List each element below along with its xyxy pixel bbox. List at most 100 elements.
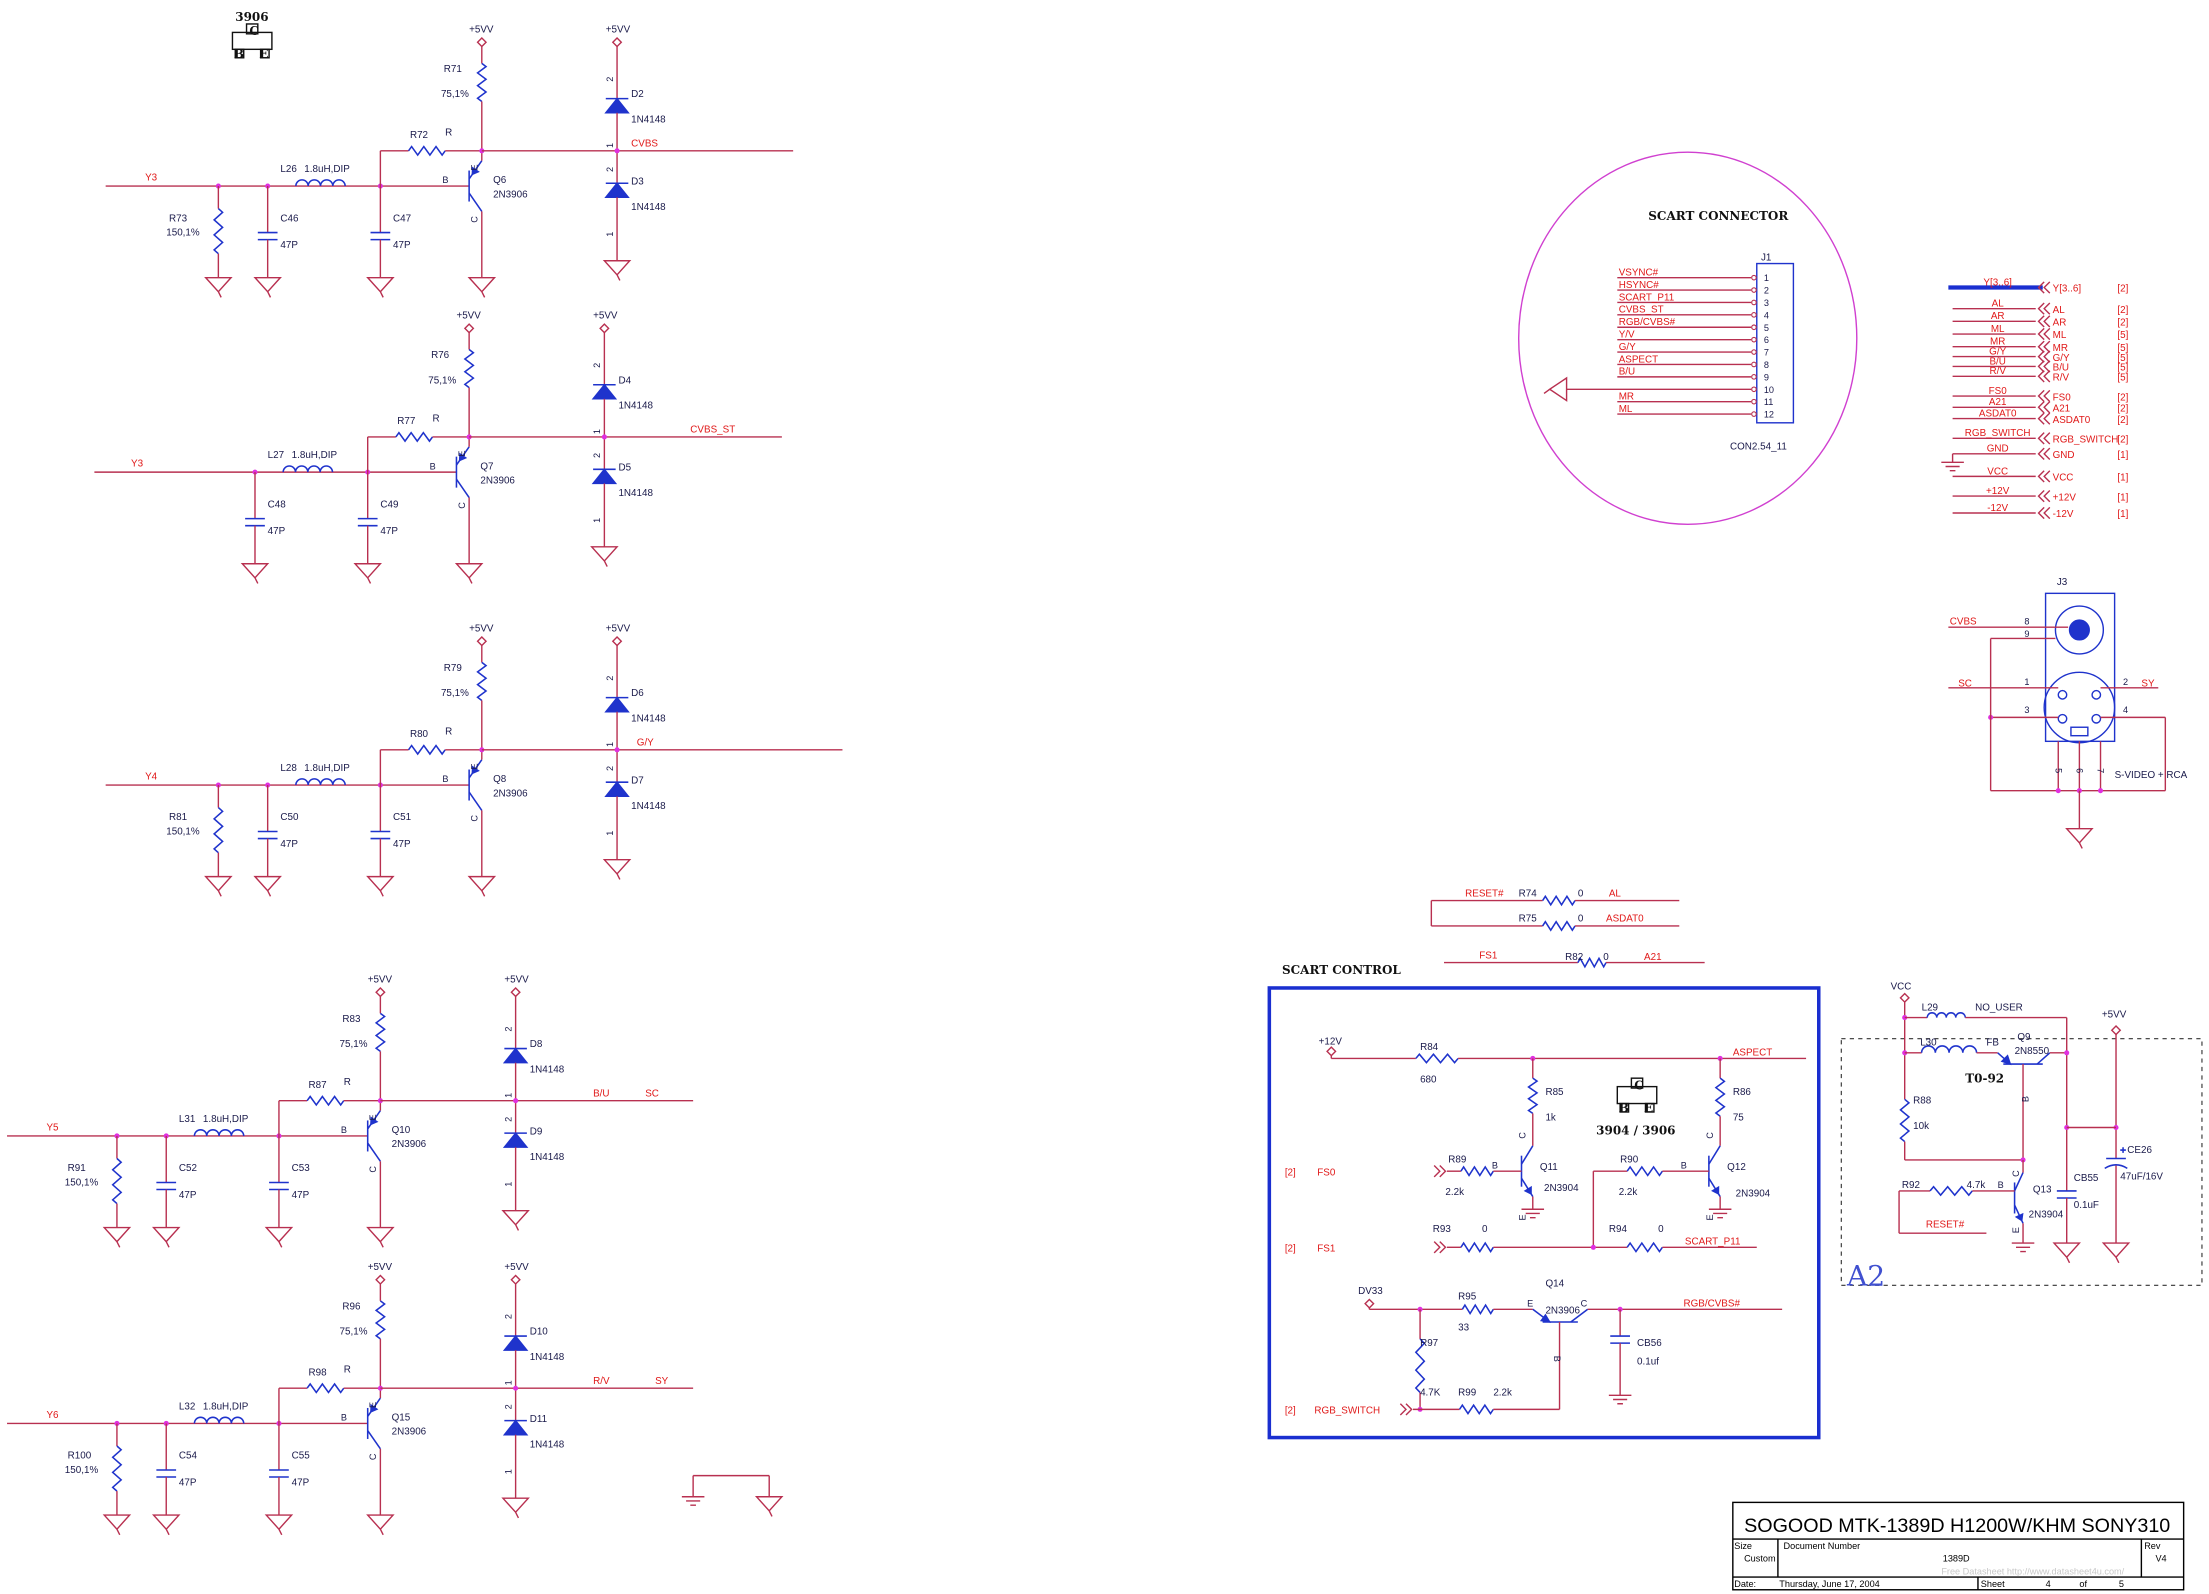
diode-part: 1N4148	[530, 1439, 565, 1450]
ground-icon	[366, 875, 395, 897]
package-outline-icon	[231, 31, 273, 51]
junction-dot	[1530, 1055, 1536, 1061]
power-port-icon	[1364, 1298, 1375, 1309]
port-sheet-ref: [5]	[2117, 343, 2128, 354]
supply-label: +5VV	[368, 1262, 393, 1273]
connector-net-label: G/Y	[1619, 342, 1636, 353]
inductor-value: 1.8uH,DIP	[203, 1114, 249, 1125]
package-pin-c: C	[1634, 1078, 1644, 1092]
ground-icon	[204, 875, 233, 897]
sheet-total: 5	[2119, 1579, 2124, 1589]
port-net-label: FS0	[1989, 386, 2008, 397]
resistor-ref: R95	[1458, 1291, 1477, 1302]
resistor-ref: R93	[1433, 1224, 1452, 1235]
shunt-resistor-ref: R81	[169, 812, 187, 823]
resistor-symbol	[1714, 1077, 1726, 1117]
diode-ref: D4	[618, 375, 631, 386]
connector-pin-number: 12	[1764, 410, 1774, 420]
resistor-symbol	[407, 145, 446, 157]
connector-pin	[1751, 274, 1757, 281]
port-sheet-ref: [2]	[2117, 415, 2128, 426]
power-port-icon	[510, 1274, 521, 1285]
resistor-ref: R84	[1420, 1042, 1439, 1053]
collector-leg	[468, 791, 483, 811]
ground-icon	[253, 276, 282, 298]
inductor-ref: L28	[280, 763, 297, 774]
collector-leg	[468, 192, 483, 212]
j3-pin-number: 7	[2096, 768, 2106, 773]
inductor-ref: L31	[179, 1114, 195, 1125]
resistor-symbol	[111, 1157, 123, 1205]
output-net-label: SY	[655, 1376, 669, 1387]
package-pin-b: B	[234, 47, 244, 61]
diode-icon	[604, 97, 630, 114]
inductor-symbol	[193, 1416, 245, 1424]
transistor-ref: Q7	[480, 461, 493, 472]
collector-leg	[2013, 1172, 2024, 1192]
transistor-part: 2N3906	[392, 1427, 427, 1438]
connector-pin	[1751, 287, 1757, 293]
resistor-value: 1k	[1545, 1112, 1555, 1123]
diode-icon	[502, 1132, 529, 1148]
power-port-icon	[611, 37, 623, 48]
collector-pin-label: C	[470, 216, 480, 223]
junction-dot	[1617, 1306, 1623, 1312]
capacitor-ref: C47	[393, 213, 411, 224]
resistor-symbol	[395, 431, 434, 443]
port-name: ASDAT0	[2053, 415, 2091, 426]
transistor-ref: Q15	[392, 1413, 411, 1424]
capacitor-value: 47uF/16V	[2120, 1172, 2163, 1183]
capacitor-plate	[2104, 1164, 2128, 1170]
resistor-value: 4.7k	[1967, 1180, 1986, 1191]
inductor-ref: L29	[1922, 1003, 1939, 1014]
connector-pin	[1751, 411, 1757, 417]
diode-pin-number: 2	[592, 363, 602, 368]
emitter-pin-label: E	[470, 763, 480, 769]
j3-net-sy: SY	[2141, 678, 2155, 689]
pullup-resistor-value: 75,1%	[340, 1039, 368, 1050]
resistor-symbol	[1899, 1098, 1911, 1143]
ground-icon	[102, 1514, 132, 1536]
port-arrow-icon	[2037, 315, 2051, 328]
pullup-resistor-value: 75,1%	[441, 89, 469, 100]
resistor-ref: R86	[1733, 1087, 1752, 1098]
package-pin-icon	[245, 23, 259, 35]
port-net-label: GND	[1987, 444, 2009, 455]
base-pin-label: B	[1681, 1160, 1687, 1170]
port-arrow-icon	[2037, 340, 2051, 353]
port-sheet-ref: [2]	[2117, 284, 2128, 295]
resistor-symbol	[306, 1095, 345, 1107]
connector-ref: J1	[1761, 253, 1771, 264]
resistor-symbol	[1414, 1338, 1426, 1393]
inductor-ref: L32	[179, 1401, 195, 1412]
base-pin-label: B	[341, 1125, 347, 1135]
resistor-symbol	[1458, 1403, 1494, 1415]
package-pin-icon	[259, 48, 270, 59]
port-sheet-ref: [5]	[2117, 330, 2128, 341]
j3-pin-number: 2	[2123, 677, 2128, 687]
resistor-symbol	[1541, 920, 1576, 932]
port-sheet-ref: [1]	[2117, 509, 2128, 520]
emitter-arrow-icon	[471, 166, 480, 176]
diode-pin-number: 2	[605, 167, 615, 172]
link-ref: R74	[1519, 888, 1538, 899]
base-pin-label: B	[341, 1413, 347, 1423]
transistor-part: 2N3904	[1544, 1183, 1579, 1194]
connector-net-label: B/U	[1619, 367, 1635, 378]
capacitor-value: 47P	[268, 526, 286, 537]
supply-label: +5VV	[456, 311, 481, 322]
port-net-label: A21	[1989, 397, 2007, 408]
junction-dot	[2097, 788, 2104, 794]
series-resistor-ref: R72	[410, 130, 428, 141]
inductor-value: FB	[1986, 1038, 1999, 1049]
ground-icon	[366, 1514, 395, 1536]
connector-pin-number: 1	[1764, 273, 1769, 283]
ground-icon	[102, 1226, 132, 1248]
shunt-resistor-ref: R73	[169, 213, 188, 224]
link-net-label: AL	[1609, 888, 1622, 899]
connector-net-label: Y/V	[1619, 330, 1635, 341]
pullup-resistor-ref: R76	[431, 350, 450, 361]
junction-dot	[614, 148, 620, 154]
base-pin-label: B	[442, 175, 448, 185]
connector-pin-number: 5	[1764, 323, 1769, 333]
